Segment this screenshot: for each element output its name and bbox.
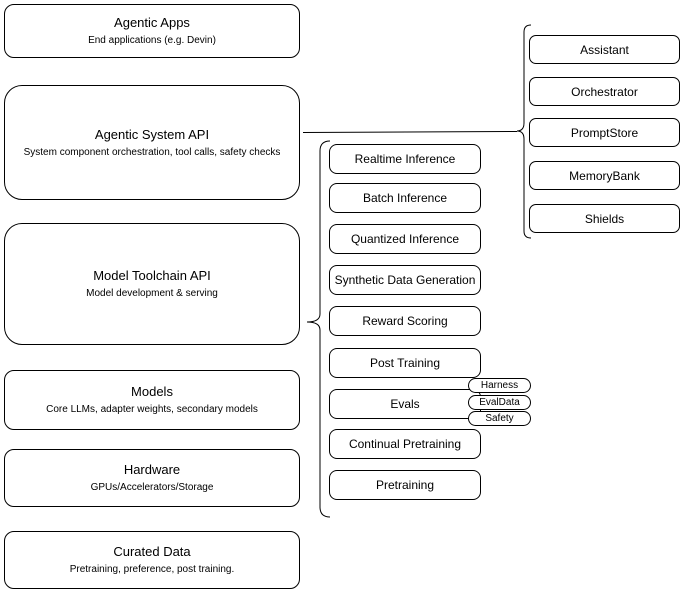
tag-evaldata: EvalData: [468, 395, 531, 410]
node-agentic-apps: Agentic Apps End applications (e.g. Devi…: [4, 4, 300, 58]
node-continual-pretraining: Continual Pretraining: [329, 429, 481, 459]
node-label: Evals: [390, 397, 420, 411]
node-label: Batch Inference: [362, 191, 448, 205]
node-label: Continual Pretraining: [348, 437, 462, 451]
node-subtitle: System component orchestration, tool cal…: [23, 146, 281, 158]
node-label: Shields: [584, 211, 625, 226]
node-curated-data: Curated Data Pretraining, preference, po…: [4, 531, 300, 589]
node-orchestrator: Orchestrator: [529, 77, 680, 106]
node-promptstore: PromptStore: [529, 118, 680, 147]
node-post-training: Post Training: [329, 348, 481, 378]
node-shields: Shields: [529, 204, 680, 233]
tag-safety: Safety: [468, 411, 531, 426]
node-label: Quantized Inference: [350, 232, 460, 246]
node-title: Model Toolchain API: [93, 268, 211, 283]
node-label: Orchestrator: [571, 84, 638, 99]
node-subtitle: Core LLMs, adapter weights, secondary mo…: [46, 404, 258, 415]
node-reward-scoring: Reward Scoring: [329, 306, 481, 336]
node-subtitle: GPUs/Accelerators/Storage: [90, 482, 214, 493]
node-models: Models Core LLMs, adapter weights, secon…: [4, 370, 300, 430]
node-subtitle: Pretraining, preference, post training.: [69, 564, 235, 575]
node-subtitle: End applications (e.g. Devin): [88, 35, 216, 46]
node-label: PromptStore: [570, 125, 639, 140]
node-label: Realtime Inference: [354, 152, 456, 166]
node-label: Synthetic Data Generation: [334, 273, 476, 287]
components-brace: [516, 24, 532, 239]
node-label: MemoryBank: [569, 168, 640, 183]
node-realtime-inference: Realtime Inference: [329, 144, 481, 174]
node-label: Assistant: [580, 42, 629, 57]
node-title: Models: [131, 384, 173, 399]
node-model-toolchain-api: Model Toolchain API Model development & …: [4, 223, 300, 345]
node-label: Pretraining: [375, 478, 435, 492]
tag-label: Harness: [480, 380, 519, 391]
node-hardware: Hardware GPUs/Accelerators/Storage: [4, 449, 300, 507]
node-subtitle: Model development & serving: [86, 288, 218, 299]
node-title: Curated Data: [113, 544, 191, 559]
node-title: Hardware: [123, 462, 181, 477]
node-title: Agentic Apps: [114, 15, 190, 30]
node-label: Post Training: [369, 356, 441, 370]
node-synthetic-data-generation: Synthetic Data Generation: [329, 265, 481, 295]
tag-harness: Harness: [468, 378, 531, 393]
node-batch-inference: Batch Inference: [329, 183, 481, 213]
node-label: Reward Scoring: [362, 314, 448, 328]
tag-label: EvalData: [479, 397, 520, 408]
node-agentic-system-api: Agentic System API System component orch…: [4, 85, 300, 200]
node-assistant: Assistant: [529, 35, 680, 64]
node-pretraining: Pretraining: [329, 470, 481, 500]
tag-label: Safety: [485, 413, 514, 424]
node-quantized-inference: Quantized Inference: [329, 224, 481, 254]
toolchain-brace: [306, 140, 331, 518]
node-evals: Evals: [329, 389, 481, 419]
system-api-connector-line: [302, 131, 518, 133]
node-title: Agentic System API: [94, 126, 210, 142]
node-memorybank: MemoryBank: [529, 161, 680, 190]
